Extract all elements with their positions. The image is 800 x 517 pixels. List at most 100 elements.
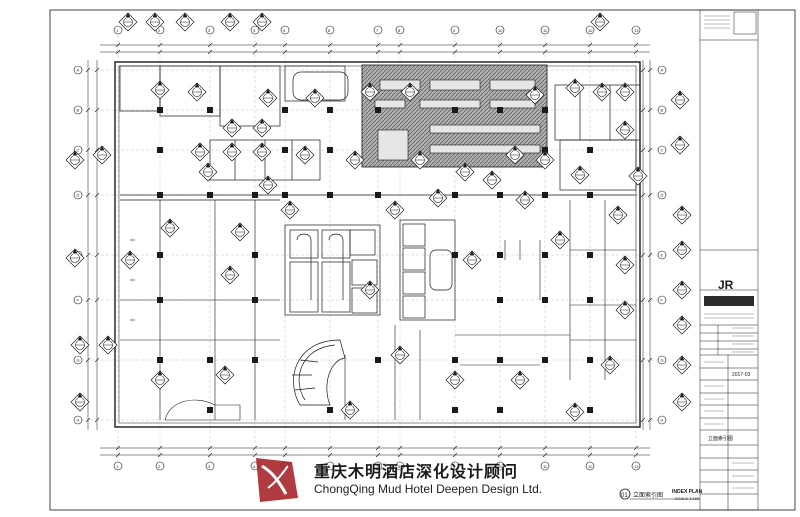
column	[452, 357, 458, 363]
column	[587, 192, 593, 198]
grid-bubble-13	[631, 461, 641, 471]
elevation-marker	[672, 392, 692, 412]
column	[587, 252, 593, 258]
elevation-marker	[600, 355, 620, 375]
column	[542, 252, 548, 258]
grid-bubble-E	[657, 250, 667, 260]
elevation-marker	[428, 188, 448, 208]
grid-bubble-7	[373, 25, 383, 35]
elevation-marker	[390, 345, 410, 365]
grid-label-4: 4	[253, 28, 256, 33]
elevation-marker	[628, 166, 648, 186]
right-hall	[455, 200, 636, 380]
column	[452, 252, 458, 258]
column	[252, 357, 258, 363]
column	[542, 147, 548, 153]
elevation-marker	[222, 118, 242, 138]
grid-label-10: 10	[498, 464, 503, 469]
grid-bubble-4	[250, 25, 260, 35]
elevation-marker	[445, 370, 465, 390]
grid-bubble-11	[540, 25, 550, 35]
grid-label-9: 9	[453, 464, 456, 469]
column	[497, 297, 503, 303]
grid-bubble-8	[395, 25, 405, 35]
elevation-marker	[187, 82, 207, 102]
company-name-cn: 重庆木明酒店深化设计顾问	[314, 462, 519, 481]
grid-bubble-11	[540, 461, 550, 471]
title-block	[699, 9, 759, 511]
column	[157, 297, 163, 303]
column	[452, 107, 458, 113]
company-brand: 重庆木明酒店深化设计顾问 ChongQing Mud Hotel Deepen …	[248, 452, 548, 508]
elevation-marker	[145, 12, 165, 32]
grid-label-2: 2	[158, 28, 161, 33]
elevation-marker	[410, 150, 430, 170]
structural-columns	[157, 107, 593, 413]
elevation-marker	[65, 150, 85, 170]
elevation-marker	[515, 190, 535, 210]
elevation-marker	[190, 142, 210, 162]
elevation-marker	[592, 82, 612, 102]
elevation-marker	[252, 12, 272, 32]
grid-label-D: D	[77, 193, 80, 198]
elevation-marker	[252, 118, 272, 138]
elevation-marker	[672, 205, 692, 225]
elevation-marker	[670, 90, 690, 110]
grid-label-5: 5	[283, 28, 286, 33]
grid-label-7: 7	[376, 464, 379, 469]
column	[282, 147, 288, 153]
svg-text:立面索引图: 立面索引图	[633, 491, 663, 499]
grid-label-7: 7	[376, 28, 379, 33]
elevation-marker	[615, 82, 635, 102]
title-block-drawing-title: 立面索引图	[708, 435, 733, 442]
elevation-marker	[590, 12, 610, 32]
column	[587, 407, 593, 413]
column	[327, 147, 333, 153]
title-block-logo: JR	[704, 278, 754, 306]
title-block-notes	[704, 15, 754, 489]
elevation-marker	[360, 280, 380, 300]
elevation-marker	[150, 80, 170, 100]
sheet-border	[49, 9, 796, 511]
grid-bubble-3	[205, 461, 215, 471]
elevation-marker	[535, 150, 555, 170]
elevation-marker	[615, 255, 635, 275]
elevation-marker	[340, 400, 360, 420]
grid-bubble-C	[657, 145, 667, 155]
grid-bubble-13	[631, 25, 641, 35]
elevation-marker	[98, 335, 118, 355]
elevation-marker	[92, 145, 112, 165]
grid-bubble-A	[73, 65, 83, 75]
elevation-marker	[615, 120, 635, 140]
elevation-marker	[608, 205, 628, 225]
elevation-marker	[175, 12, 195, 32]
column	[587, 147, 593, 153]
grid-bubble-12	[585, 461, 595, 471]
elevation-marker	[230, 222, 250, 242]
grid-label-C: C	[77, 148, 80, 153]
elevation-marker	[70, 335, 90, 355]
grid-bubble-5	[280, 25, 290, 35]
column	[542, 297, 548, 303]
grid-label-10: 10	[498, 28, 503, 33]
elevation-marker	[295, 145, 315, 165]
elevation-marker	[198, 162, 218, 182]
column	[497, 252, 503, 258]
elevation-marker	[615, 300, 635, 320]
grid-label-B: B	[661, 108, 664, 113]
column	[375, 192, 381, 198]
column	[375, 357, 381, 363]
grid-bubble-F	[73, 295, 83, 305]
elevation-marker	[510, 370, 530, 390]
grid-bubble-12	[585, 25, 595, 35]
elevation-marker	[670, 135, 690, 155]
grid-bubble-F	[657, 295, 667, 305]
grid-label-E: E	[661, 253, 664, 258]
grid-label-H: H	[77, 418, 80, 423]
grid-axis-bubbles: 1122334455667788991010111112121313AABBCC…	[73, 25, 667, 471]
elevation-marker	[455, 162, 475, 182]
elevation-marker	[672, 280, 692, 300]
company-logo-icon	[256, 458, 298, 502]
column	[282, 107, 288, 113]
elevation-marker	[160, 218, 180, 238]
